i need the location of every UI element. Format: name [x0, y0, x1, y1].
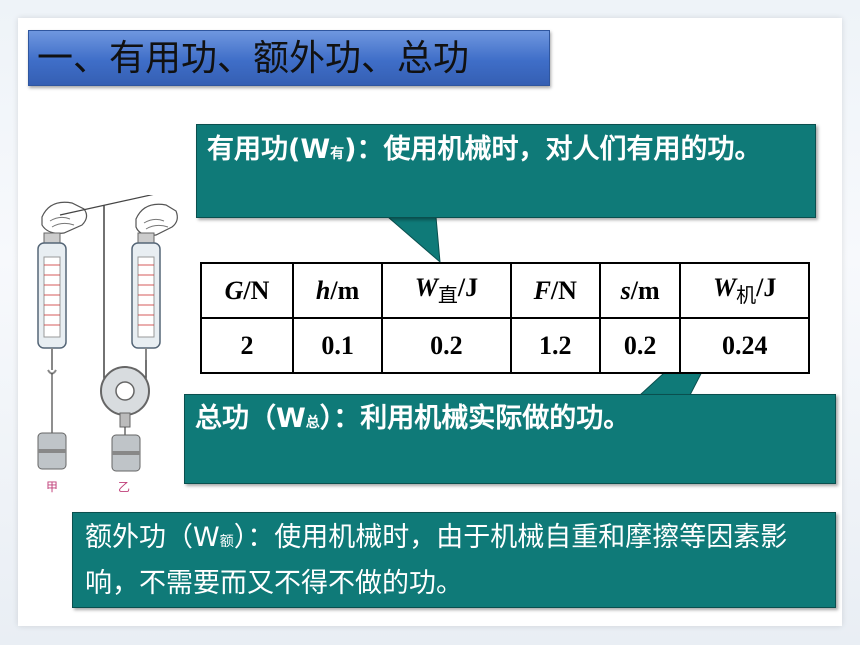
table-header-cell: W直/J [381, 262, 512, 319]
table-cell: 0.2 [381, 317, 512, 374]
useful-callout-prefix: 有用功(W [207, 134, 331, 165]
extra-callout-prefix: 额外功（W [85, 522, 220, 553]
spring-scale-left-icon [37, 232, 67, 470]
label-right: 乙 [118, 480, 130, 494]
table-header-cell: h/m [291, 262, 384, 319]
table-header-row: G/N h/m W直/J F/N s/m W机/J [200, 262, 810, 319]
total-work-callout: 总功（W总）：利用机械实际做的功。 [184, 394, 836, 484]
spring-scale-right-icon [131, 232, 161, 390]
total-callout-sub: 总 [305, 415, 320, 431]
useful-callout-sub: 有 [330, 146, 345, 162]
table-cell: 1.2 [509, 317, 601, 374]
label-left: 甲 [46, 480, 58, 494]
table-value-row: 2 0.1 0.2 1.2 0.2 0.24 [200, 317, 810, 374]
spring-scale-illustration: 甲 乙 [37, 195, 178, 494]
hand-left-icon [41, 201, 88, 234]
useful-work-callout: 有用功(W有)：使用机械时，对人们有用的功。 [196, 124, 816, 218]
slide-title-text: 一、有用功、额外功、总功 [37, 38, 470, 79]
table-header-cell: F/N [509, 262, 601, 319]
table-cell: 2 [200, 317, 294, 374]
table-cell: 0.2 [598, 317, 682, 374]
extra-callout-sub: 额 [219, 534, 234, 550]
total-callout-suffix: ）：利用机械实际做的功。 [319, 403, 631, 434]
table-header-cell: s/m [598, 262, 682, 319]
pulley-icon [100, 366, 150, 472]
extra-work-callout: 额外功（W额）：使用机械时，由于机械自重和摩擦等因素影响，不需要而又不得不做的功… [72, 512, 836, 608]
table-cell: 0.24 [679, 317, 810, 374]
table-cell: 0.1 [291, 317, 384, 374]
table-header-cell: W机/J [679, 262, 810, 319]
hand-right-icon [135, 203, 178, 236]
useful-callout-suffix: )：使用机械时，对人们有用的功。 [344, 134, 762, 165]
slide-title: 一、有用功、额外功、总功 [28, 30, 550, 86]
extra-callout-suffix: ）：使用机械时，由于机械自重和摩擦等因素影响，不需要而又不得不做的功。 [85, 522, 788, 599]
work-data-table: G/N h/m W直/J F/N s/m W机/J 2 0.1 0.2 1.2 … [200, 262, 810, 374]
total-callout-prefix: 总功（W [195, 403, 306, 434]
table-header-cell: G/N [200, 262, 294, 319]
